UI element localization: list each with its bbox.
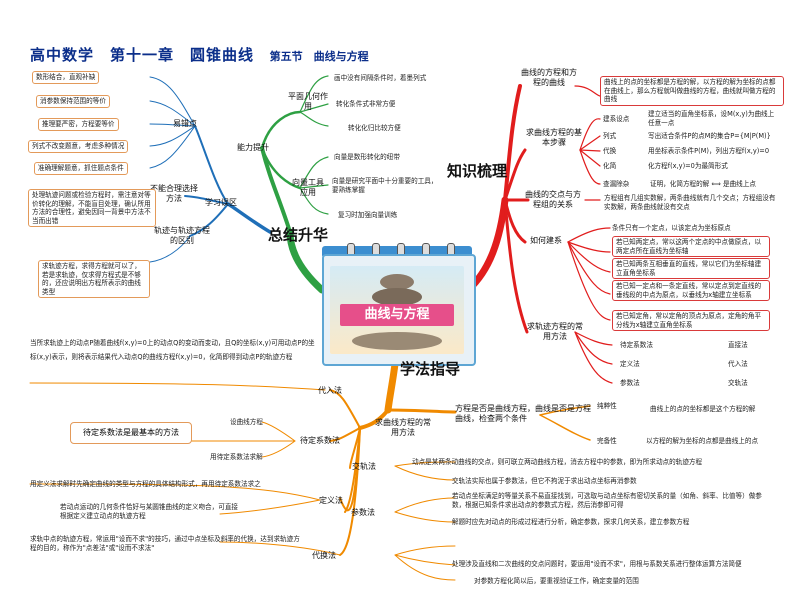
easy-item: 数形结合，直观补缺	[32, 71, 100, 84]
elimination-item: 对参数方程化简以后，要重视验证工作，确定变量的范围	[474, 577, 639, 585]
substitute-text: 当所求轨迹上的动点P随着曲线f(x,y)=0上的动点Q的变动而变动，且Q的坐标(…	[30, 339, 315, 361]
undetermined-item: 用待定系数法求解	[210, 453, 263, 461]
judge-value: 以方程的解为坐标的点都是曲线上的点	[646, 437, 759, 445]
definition-item: 用定义法求解时先确定曲线的类型与方程的具体结构形式，再用待定系数法求之	[30, 480, 261, 488]
intersect-method-item: 动点是某两条动曲线的交点，则可联立两动曲线方程，消去方程中的参数，即为所求动点的…	[412, 458, 703, 466]
vector-item: 复习时加强向量训练	[338, 211, 398, 219]
step-key: 建系设点	[603, 115, 630, 123]
stone-icon	[380, 274, 414, 290]
method-name: 交轨法	[728, 379, 748, 387]
ability-label[interactable]: 能力提升	[237, 143, 269, 152]
step-value: 化方程f(x,y)=0为最简形式	[648, 162, 728, 170]
intersect-text: 方程组有几组实数解，两条曲线就有几个交点；方程组没有实数解，两条曲线就没有交点	[604, 194, 776, 211]
intersect-method-item: 交轨法实际也属于参数法，但它不拘泥于求出动点坐标再消参数	[452, 477, 637, 485]
stone-icon	[372, 288, 422, 306]
step-key: 查漏除杂	[603, 180, 630, 188]
judge-key: 纯粹性	[597, 402, 617, 410]
elimination-label[interactable]: 代换法	[312, 551, 336, 560]
method-name: 参数法	[620, 379, 640, 387]
step-key: 代换	[603, 147, 617, 155]
page-title: 高中数学 第十一章 圆锥曲线 第五节 曲线与方程	[30, 44, 369, 65]
step-value: 用坐标表示条件P(M)，列出方程f(x,y)=0	[648, 147, 770, 155]
param-item: 解题时应先对动点的形成过程进行分析，确定参数，探求几何关系，建立参数方程	[452, 518, 690, 526]
chapter-title: 高中数学 第十一章 圆锥曲线	[30, 46, 255, 64]
param-label[interactable]: 参数法	[351, 508, 375, 517]
elimination-item: 处理涉及直线和二次曲线的交点问题时，要运用"设而不求"，用根与系数关系进行整体运…	[452, 560, 742, 568]
easy-item: 推理要严密，方程要等价	[38, 118, 119, 131]
mistakes-label[interactable]: 学习误区	[205, 198, 237, 207]
definition-item: 若动点运动的几何条件恰好与某圆锥曲线的定义吻合，可直接根据定义建立动点的轨迹方程	[60, 503, 239, 520]
vector-item: 向量是研究平面中十分重要的工具，要熟练掌握	[332, 177, 438, 194]
plane-label[interactable]: 平面几何作用	[288, 92, 328, 111]
undetermined-item: 设曲线方程	[230, 418, 263, 426]
intersect-label[interactable]: 曲线的交点与方程组的关系	[525, 190, 581, 209]
build-item: 若已知两条互相垂直的直线，常以它们为坐标轴建立直角坐标系	[612, 258, 770, 279]
build-item: 若已知定角，常以定角的顶点为原点，定角的角平分线为x轴建立直角坐标系	[612, 310, 770, 331]
step-value: 写出适合条件P的点M的集合P={M|P(M)}	[648, 132, 771, 140]
misuse-label[interactable]: 不能合理选择方法	[150, 184, 198, 203]
center-topic-card[interactable]: 曲线与方程	[322, 243, 476, 366]
judge-key: 完备性	[597, 437, 617, 445]
step-value: 证明，化简方程的解 ⟺ 是曲线上点	[650, 180, 756, 188]
center-caption: 曲线与方程	[340, 304, 454, 326]
step-value: 建立适当的直角坐标系，设M(x,y)为曲线上任意一点	[648, 110, 775, 127]
easy-item: 准确理解题意，抓住题点条件	[34, 162, 128, 175]
plane-item: 转化条件式非常方便	[336, 100, 396, 108]
easy-item: 列式不改变题意，考虑多种情况	[28, 140, 129, 153]
substitute-label[interactable]: 代入法	[318, 386, 342, 395]
build-item: 若已知一定点和一条定直线，常以定点到定直线的垂线段的中点为原点，以垂线为x轴建立…	[612, 280, 770, 301]
difference-label[interactable]: 轨迹与轨迹方程的区别	[154, 226, 210, 245]
param-item: 若动点坐标满足的等量关系不易直接找到，可选取与动点坐标有密切关系的量（如角、斜率…	[452, 492, 762, 509]
stone-icon	[352, 332, 442, 350]
judge-label[interactable]: 方程是否是曲线方程，曲线是否是方程曲线，检查两个条件	[455, 404, 591, 423]
method-name: 直接法	[728, 341, 748, 349]
steps-label[interactable]: 求曲线方程的基本步骤	[526, 128, 582, 147]
hub-knowledge[interactable]: 知识梳理	[447, 162, 508, 180]
intersect-method-label[interactable]: 交轨法	[352, 462, 376, 471]
plane-item: 转化化归比较方便	[348, 124, 401, 132]
relation-text: 曲线上的点的坐标都是方程的解，以方程的解为坐标的点都在曲线上，那么方程就叫做曲线…	[600, 76, 784, 106]
plane-item: 画中没有间隔条件时，着墨列式	[334, 74, 427, 82]
build-item: 若已知两定点，常以这两个定点的中点做原点，以两定点所在直线为坐标轴	[612, 236, 770, 257]
definition-label[interactable]: 定义法	[319, 496, 343, 505]
method-name: 定义法	[620, 360, 640, 368]
build-label[interactable]: 如何建系	[530, 236, 562, 245]
method-name: 代入法	[728, 360, 748, 368]
step-key: 列式	[603, 132, 617, 140]
step-key: 化简	[603, 162, 617, 170]
judge-value: 曲线上的点的坐标都是这个方程的解	[650, 405, 756, 413]
undetermined-note: 待定系数法是最基本的方法	[70, 422, 192, 444]
common-label[interactable]: 求轨迹方程的常用方法	[527, 322, 583, 341]
method-name: 待定系数法	[620, 341, 653, 349]
misuse-text: 处理轨迹问题或检验方程时，需注意对等价转化的理解，不能盲目处理，确认所用方法的合…	[28, 189, 156, 227]
build-item: 条件只有一个定点，以该定点为坐标原点	[612, 224, 731, 232]
easy-label[interactable]: 易错点	[173, 119, 197, 128]
elimination-item: 求轨中点的轨迹方程，常运用"设而不求"的技巧，通过中点坐标及斜率的代换，达到求轨…	[30, 535, 300, 552]
relation-label[interactable]: 曲线的方程和方程的曲线	[521, 68, 577, 87]
hub-method[interactable]: 学法指导	[400, 360, 461, 378]
easy-item: 消参数保持范围的等价	[36, 95, 110, 108]
section-title: 第五节 曲线与方程	[269, 50, 369, 63]
difference-text: 求轨迹方程，求得方程就可以了，若是求轨迹，仅求得方程式是不够的，还应说明出方程所…	[38, 260, 150, 298]
hub-summary[interactable]: 总结升华	[268, 226, 329, 244]
undetermined-label[interactable]: 待定系数法	[300, 436, 340, 445]
vector-item: 向量是数形转化的纽带	[334, 153, 400, 161]
vector-label[interactable]: 向量工具应用	[292, 178, 324, 197]
method-common-label[interactable]: 求曲线方程的常用方法	[375, 418, 431, 437]
